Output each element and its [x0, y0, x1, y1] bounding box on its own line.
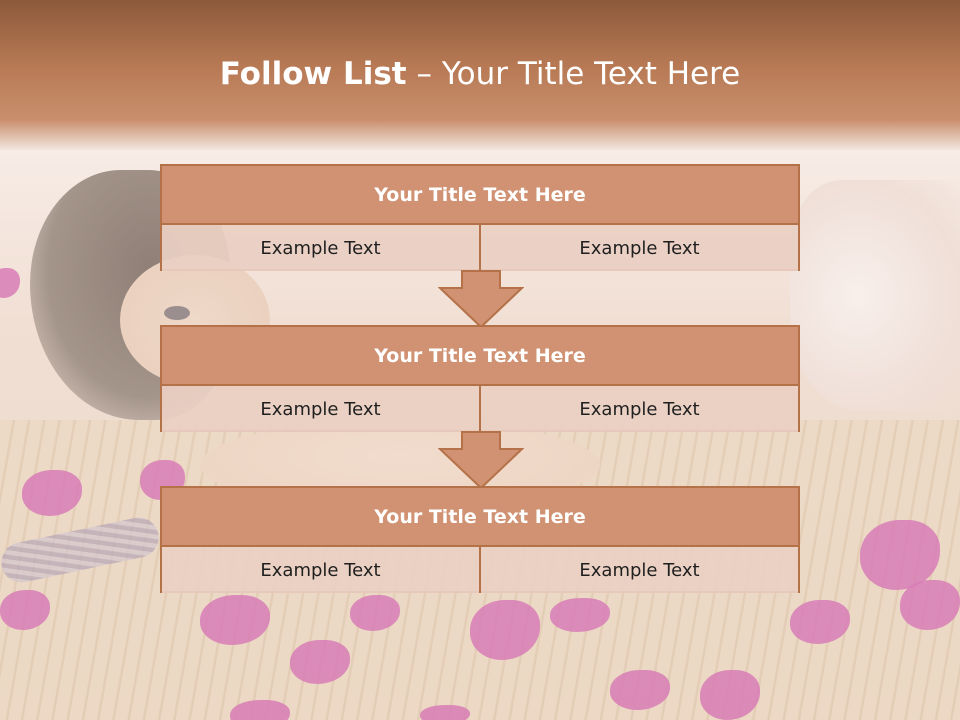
slide-title: Follow List – Your Title Text Here	[0, 56, 960, 96]
step-title[interactable]: Your Title Text Here	[162, 166, 798, 225]
step-cell-left[interactable]: Example Text	[162, 225, 479, 271]
header-band	[0, 0, 960, 150]
step-title[interactable]: Your Title Text Here	[162, 488, 798, 547]
petal	[610, 670, 670, 710]
slide-title-bold: Follow List	[219, 56, 407, 92]
step-cell-left[interactable]: Example Text	[162, 386, 479, 432]
petal	[350, 595, 400, 631]
down-arrow-icon	[438, 431, 524, 489]
petal	[200, 595, 270, 645]
step-cell-right[interactable]: Example Text	[479, 225, 798, 271]
eye-shape	[164, 306, 190, 320]
step-cell-right[interactable]: Example Text	[479, 547, 798, 593]
petal	[790, 600, 850, 644]
petal	[420, 705, 470, 720]
step-box-1: Your Title Text Here Example Text Exampl…	[160, 164, 800, 271]
slide-title-rest: – Your Title Text Here	[406, 56, 741, 92]
step-row: Example Text Example Text	[162, 386, 798, 432]
petal	[0, 268, 20, 298]
step-cell-right[interactable]: Example Text	[479, 386, 798, 432]
step-cell-left[interactable]: Example Text	[162, 547, 479, 593]
petal	[470, 600, 540, 660]
step-box-2: Your Title Text Here Example Text Exampl…	[160, 325, 800, 432]
petal	[290, 640, 350, 684]
step-title[interactable]: Your Title Text Here	[162, 327, 798, 386]
petal	[550, 598, 610, 632]
step-row: Example Text Example Text	[162, 547, 798, 593]
petal	[900, 580, 960, 630]
petal	[700, 670, 760, 720]
petal	[22, 470, 82, 516]
towel-shape	[790, 180, 960, 410]
petal	[230, 700, 290, 720]
petal	[0, 590, 50, 630]
step-box-3: Your Title Text Here Example Text Exampl…	[160, 486, 800, 593]
down-arrow-icon	[438, 270, 524, 328]
step-row: Example Text Example Text	[162, 225, 798, 271]
petal	[860, 520, 940, 590]
